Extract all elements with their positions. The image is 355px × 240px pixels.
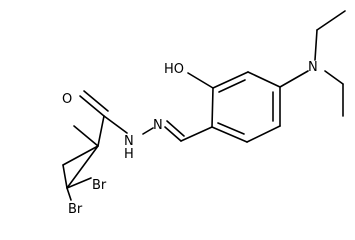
bond [212,71,249,89]
bromine-label: Br [92,178,107,193]
bond [103,115,128,134]
structure-canvas: O N H N HO N Br Br [62,10,346,217]
bond [187,72,214,89]
bond [66,187,72,201]
hydroxyl-label: HO [164,62,184,77]
nitrogen-label: N [124,134,134,149]
bond [62,145,99,166]
bond [324,70,344,85]
oxygen-label: O [62,92,72,107]
bond [97,115,105,147]
bond [247,71,281,88]
aromatic-line [217,122,245,135]
bond [279,70,309,88]
bond [180,126,213,142]
hydrogen-label: H [124,147,134,162]
bond [246,125,281,143]
aromatic-line [218,79,246,93]
methyl-bond [73,125,99,147]
double-bond [83,90,109,112]
bond [316,10,346,31]
bond [314,29,318,61]
bond [62,164,68,189]
bond [66,177,92,189]
bromine-label: Br [68,202,83,217]
nitrogen-label: N [153,118,163,133]
nitrogen-label: N [308,60,318,75]
bond [211,87,214,128]
double-bond [164,126,182,142]
bond [142,127,154,135]
double-bond [79,95,105,117]
bond [211,126,248,143]
double-bond [166,120,185,137]
chemical-structure: O N H N HO N Br Br [62,10,346,217]
bond [66,145,99,189]
